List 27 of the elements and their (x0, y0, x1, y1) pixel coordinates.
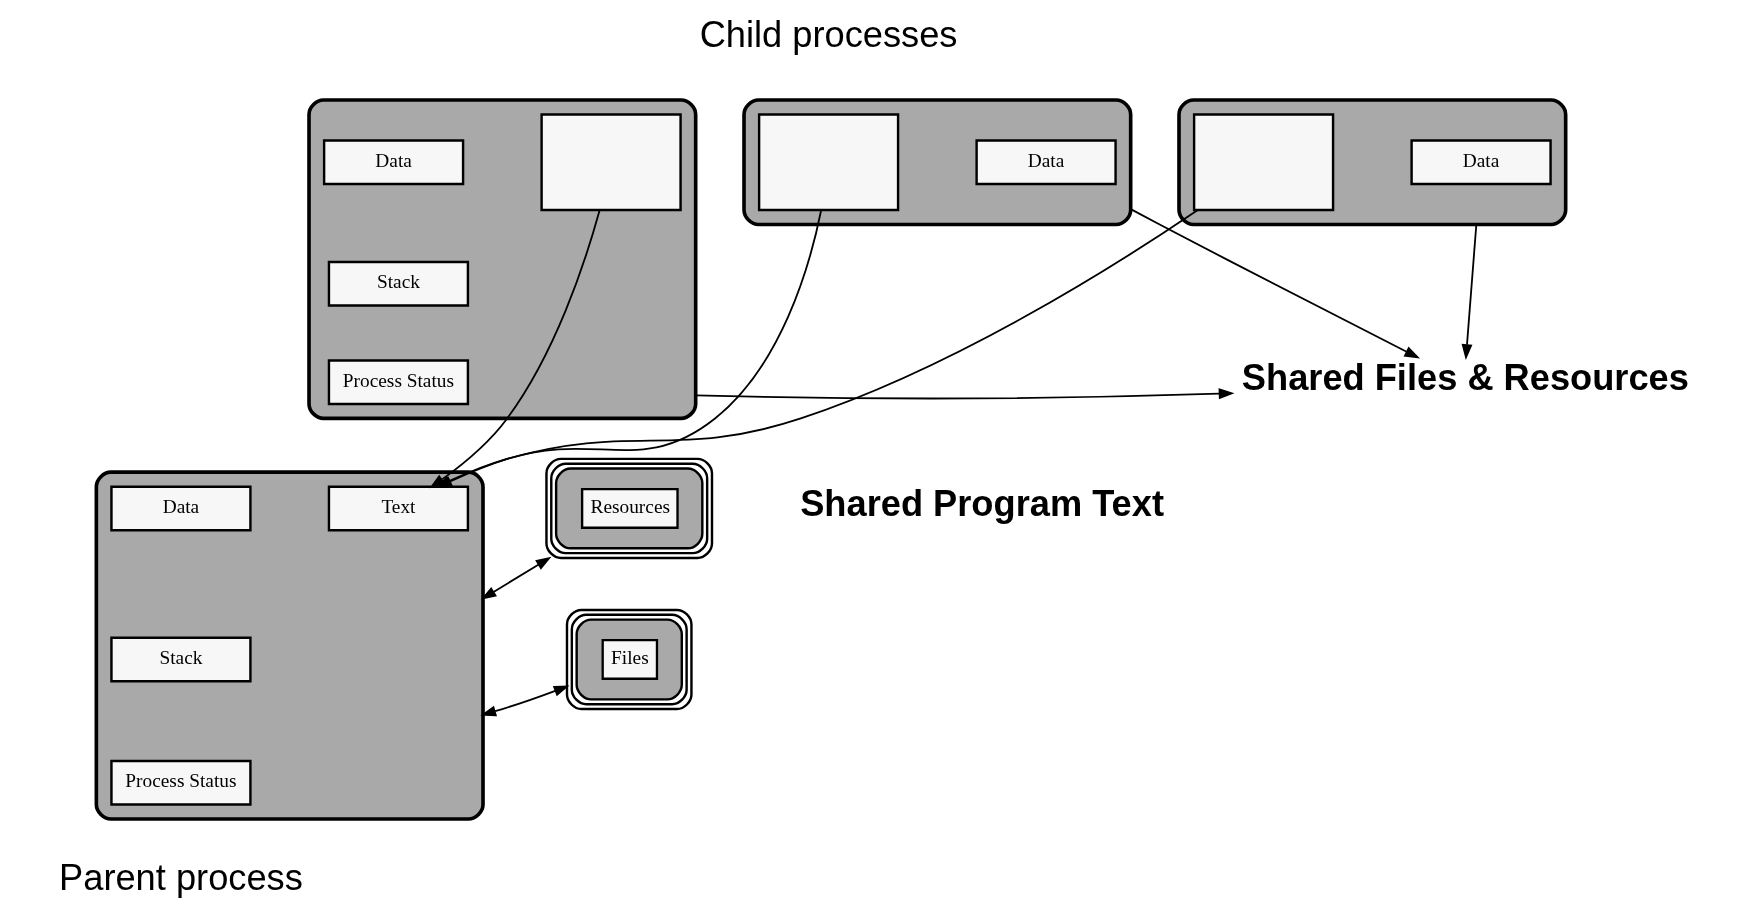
node-text: Shared Files & Resources (1241, 357, 1689, 399)
label: Child processes (699, 13, 957, 55)
arrow (1129, 208, 1420, 359)
node-box: Text (327, 485, 469, 532)
node-box (757, 113, 899, 212)
arrow (480, 556, 551, 600)
node-box (1192, 113, 1334, 212)
cluster (1176, 98, 1567, 227)
node-box: Data (974, 139, 1117, 186)
node-box: Stack (327, 260, 469, 307)
arrow (694, 388, 1234, 400)
node-box: Data (109, 485, 252, 532)
node-box: Resources (544, 457, 713, 560)
node-box: Stack (109, 636, 252, 683)
node-box: Process Status (109, 759, 252, 806)
node-box: Process Status (327, 359, 469, 406)
cluster (306, 98, 697, 421)
arrow (1461, 223, 1477, 360)
arrow (479, 685, 569, 717)
node-box: Data (1409, 139, 1552, 186)
label: Parent process (58, 857, 303, 899)
cluster (741, 98, 1132, 227)
node-box (539, 113, 682, 212)
cluster (94, 470, 485, 821)
label: Shared Program Text (799, 483, 1164, 525)
node-box: Files (565, 608, 693, 711)
node-box: Data (322, 139, 464, 186)
